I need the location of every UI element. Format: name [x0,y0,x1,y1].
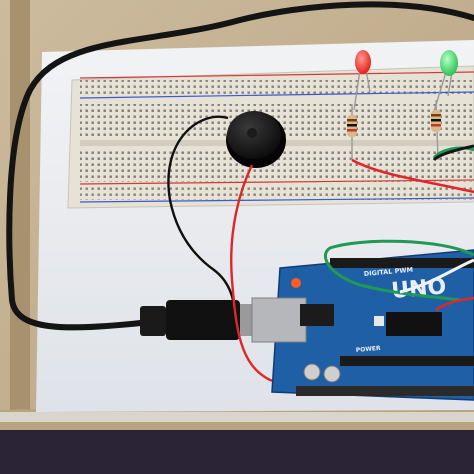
red-led[interactable] [353,50,371,111]
white-jumper-wire [399,258,474,294]
black-jumper-wire [432,144,474,162]
arduino-uno-board[interactable]: UNO DIGITAL PWM POWER [251,249,474,401]
resistor-red-led [347,104,357,160]
power-label: POWER [356,345,382,354]
buzzer-black-lead [167,115,238,331]
resistor-green-led [431,99,441,161]
green-jumper-wire [323,146,474,302]
piezo-buzzer[interactable] [226,111,286,168]
red-jumper-wire [351,158,474,194]
usb-cable [6,1,474,331]
red-jumper-wire-2 [435,296,474,312]
usb-plug [140,300,256,340]
